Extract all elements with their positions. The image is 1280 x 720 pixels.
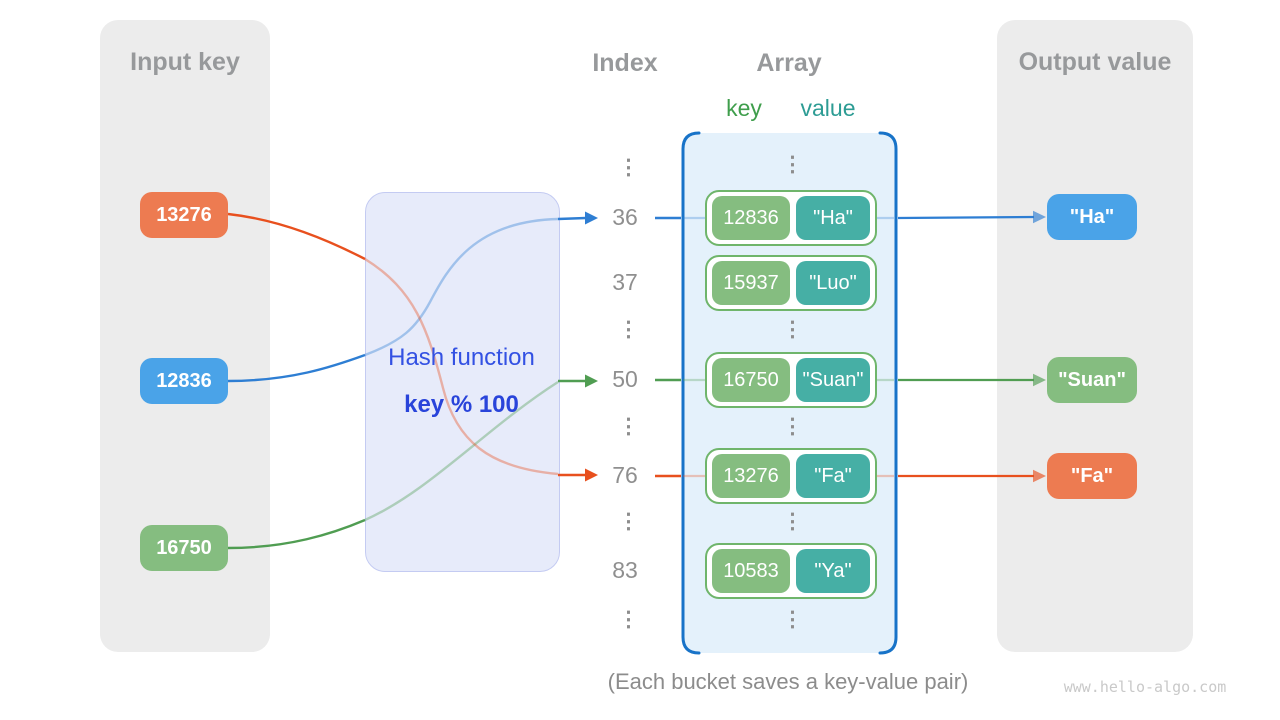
- bucket-row: 13276 "Fa": [705, 448, 877, 504]
- output-value-fa: "Fa": [1047, 453, 1137, 499]
- index-column-header: Index: [592, 49, 658, 77]
- bucket-row: 12836 "Ha": [705, 190, 877, 246]
- ellipsis-icon: ⋮: [782, 415, 803, 438]
- output-panel-title: Output value: [1018, 48, 1172, 76]
- index-76: 76: [612, 462, 638, 488]
- input-key-13276: 13276: [140, 192, 228, 238]
- caption: (Each bucket saves a key-value pair): [607, 669, 969, 694]
- hash-function-title: Hash function: [388, 344, 535, 371]
- bucket-value: "Suan": [796, 358, 870, 402]
- bucket-value: "Ya": [796, 549, 870, 593]
- input-key-16750: 16750: [140, 525, 228, 571]
- ellipsis-icon: ⋮: [618, 608, 639, 631]
- bucket-key: 10583: [712, 549, 790, 593]
- bucket-key: 15937: [712, 261, 790, 305]
- input-panel-title: Input key: [130, 48, 240, 76]
- bucket-row: 16750 "Suan": [705, 352, 877, 408]
- ellipsis-icon: ⋮: [782, 153, 803, 176]
- ellipsis-icon: ⋮: [782, 318, 803, 341]
- output-value-suan: "Suan": [1047, 357, 1137, 403]
- bucket-row: 15937 "Luo": [705, 255, 877, 311]
- bucket-value: "Ha": [796, 196, 870, 240]
- input-key-12836: 12836: [140, 358, 228, 404]
- bucket-key: 12836: [712, 196, 790, 240]
- ellipsis-icon: ⋮: [782, 510, 803, 533]
- hash-function-box: [365, 192, 560, 572]
- key-column-label: key: [726, 95, 762, 121]
- output-value-ha: "Ha": [1047, 194, 1137, 240]
- watermark: www.hello-algo.com: [1063, 678, 1227, 696]
- index-36: 36: [612, 204, 638, 230]
- bucket-value: "Luo": [796, 261, 870, 305]
- bucket-key: 16750: [712, 358, 790, 402]
- value-column-label: value: [800, 95, 856, 121]
- index-83: 83: [612, 557, 638, 583]
- ellipsis-icon: ⋮: [618, 510, 639, 533]
- hash-function-formula: key % 100: [404, 391, 519, 418]
- index-37: 37: [612, 269, 638, 295]
- ellipsis-icon: ⋮: [618, 156, 639, 179]
- output-panel: [997, 20, 1193, 652]
- bucket-key: 13276: [712, 454, 790, 498]
- ellipsis-icon: ⋮: [782, 608, 803, 631]
- ellipsis-icon: ⋮: [618, 318, 639, 341]
- bucket-value: "Fa": [796, 454, 870, 498]
- array-column-header: Array: [756, 49, 822, 77]
- bucket-row: 10583 "Ya": [705, 543, 877, 599]
- ellipsis-icon: ⋮: [618, 415, 639, 438]
- index-50: 50: [612, 366, 638, 392]
